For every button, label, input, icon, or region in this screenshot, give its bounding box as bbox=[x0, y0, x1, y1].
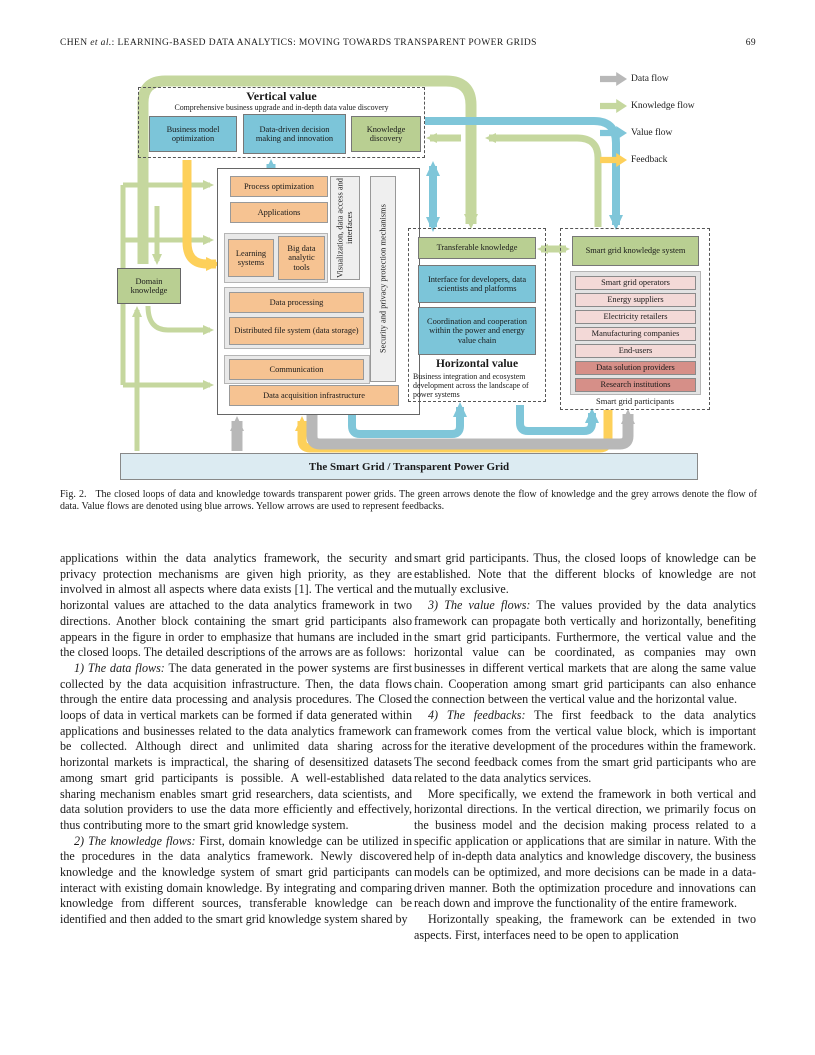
figure-caption: Fig. 2.The closed loops of data and know… bbox=[60, 489, 757, 514]
knowledge-flow-arrow-icon bbox=[600, 99, 627, 113]
body-paragraph: applications within the data analytics f… bbox=[60, 551, 412, 660]
energy-suppliers-box: Energy suppliers bbox=[575, 293, 696, 307]
vertical-value-title: Vertical value bbox=[246, 89, 317, 103]
horizontal-value-title: Horizontal value bbox=[435, 358, 519, 370]
manufacturing-companies-box: Manufacturing companies bbox=[575, 327, 696, 341]
figure-caption-tag: Fig. 2. bbox=[60, 489, 87, 500]
horizontal-value-subtitle: Business integration and ecosystem devel… bbox=[413, 372, 529, 399]
legend-item-knowledge-flow: Knowledge flow bbox=[600, 99, 695, 113]
business-model-optimization-box: Business model optimization bbox=[149, 116, 237, 152]
coordination-cooperation-box: Coordination and cooperation within the … bbox=[418, 307, 536, 355]
end-users-box: End-users bbox=[575, 344, 696, 358]
data-solution-providers-box: Data solution providers bbox=[575, 361, 696, 375]
data-acquisition-box: Data acquisition infrastructure bbox=[229, 385, 399, 406]
vertical-value-block: Vertical value Comprehensive business up… bbox=[138, 87, 425, 158]
distributed-file-system-box: Distributed file system (data storage) bbox=[229, 317, 364, 345]
legend-item-feedback: Feedback bbox=[600, 153, 667, 167]
smart-grid-participants-label: Smart grid participants bbox=[596, 396, 674, 406]
body-paragraph: 4) The feedbacks: The first feedback to … bbox=[414, 708, 757, 785]
interface-developers-box: Interface for developers, data scientist… bbox=[418, 265, 536, 303]
legend-label: Data flow bbox=[631, 74, 669, 84]
page-number: 69 bbox=[745, 38, 756, 48]
knowledge-discovery-box: Knowledge discovery bbox=[351, 116, 421, 152]
body-paragraph: 3) The value flows: The values provided … bbox=[414, 598, 756, 707]
body-paragraph: More specifically, we extend the framewo… bbox=[414, 786, 756, 911]
vertical-value-subtitle: Comprehensive business upgrade and in-de… bbox=[174, 103, 389, 112]
legend-label: Knowledge flow bbox=[631, 101, 695, 111]
research-institutions-box: Research institutions bbox=[575, 378, 696, 392]
smart-grid-participants-block: Smart grid knowledge system Smart grid o… bbox=[560, 228, 710, 410]
value-flow-arrow-icon bbox=[600, 126, 627, 140]
process-optimization-box: Process optimization bbox=[230, 176, 328, 197]
smart-grid-knowledge-system-box: Smart grid knowledge system bbox=[572, 236, 699, 266]
right-column: smart grid participants. Thus, the close… bbox=[414, 551, 756, 944]
feedback-arrow-icon bbox=[600, 153, 627, 167]
body-paragraph: smart grid participants. Thus, the close… bbox=[414, 551, 756, 597]
smart-grid-operators-box: Smart grid operators bbox=[575, 276, 696, 290]
left-column: applications within the data analytics f… bbox=[60, 551, 412, 928]
electricity-retailers-box: Electricity retailers bbox=[575, 310, 696, 324]
legend-item-value-flow: Value flow bbox=[600, 126, 672, 140]
data-processing-box: Data processing bbox=[229, 292, 364, 313]
smart-grid-bar: The Smart Grid / Transparent Power Grid bbox=[120, 453, 698, 480]
legend-label: Value flow bbox=[631, 128, 673, 138]
horizontal-value-block: Transferable knowledge Interface for dev… bbox=[408, 228, 546, 402]
body-paragraph: Horizontally speaking, the framework can… bbox=[414, 912, 756, 942]
big-data-tools-box: Big data analytic tools bbox=[278, 236, 325, 280]
data-flow-arrow-icon bbox=[600, 72, 627, 86]
body-paragraph: 2) The knowledge flows: First, domain kn… bbox=[60, 833, 412, 927]
running-title: CHEN et al.: LEARNING-BASED DATA ANALYTI… bbox=[60, 38, 537, 48]
legend-label: Feedback bbox=[631, 155, 668, 165]
visualization-box: Visualization, data access and interface… bbox=[330, 176, 360, 280]
legend-item-data-flow: Data flow bbox=[600, 72, 669, 86]
running-header: 69 CHEN et al.: LEARNING-BASED DATA ANAL… bbox=[60, 38, 756, 48]
security-privacy-box: Security and privacy protection mechanis… bbox=[370, 176, 396, 382]
data-driven-decision-box: Data-driven decision making and innovati… bbox=[243, 114, 346, 154]
body-paragraph: 1) The data flows: The data generated in… bbox=[60, 660, 412, 832]
domain-knowledge-box: Domain knowledge bbox=[117, 268, 181, 304]
applications-box: Applications bbox=[230, 202, 328, 223]
figure-caption-text: The closed loops of data and knowledge t… bbox=[60, 489, 757, 513]
communication-box: Communication bbox=[229, 359, 364, 380]
data-analytics-framework: Process optimization Applications Learni… bbox=[217, 168, 420, 415]
transferable-knowledge-box: Transferable knowledge bbox=[418, 237, 536, 259]
learning-systems-box: Learning systems bbox=[228, 239, 274, 277]
